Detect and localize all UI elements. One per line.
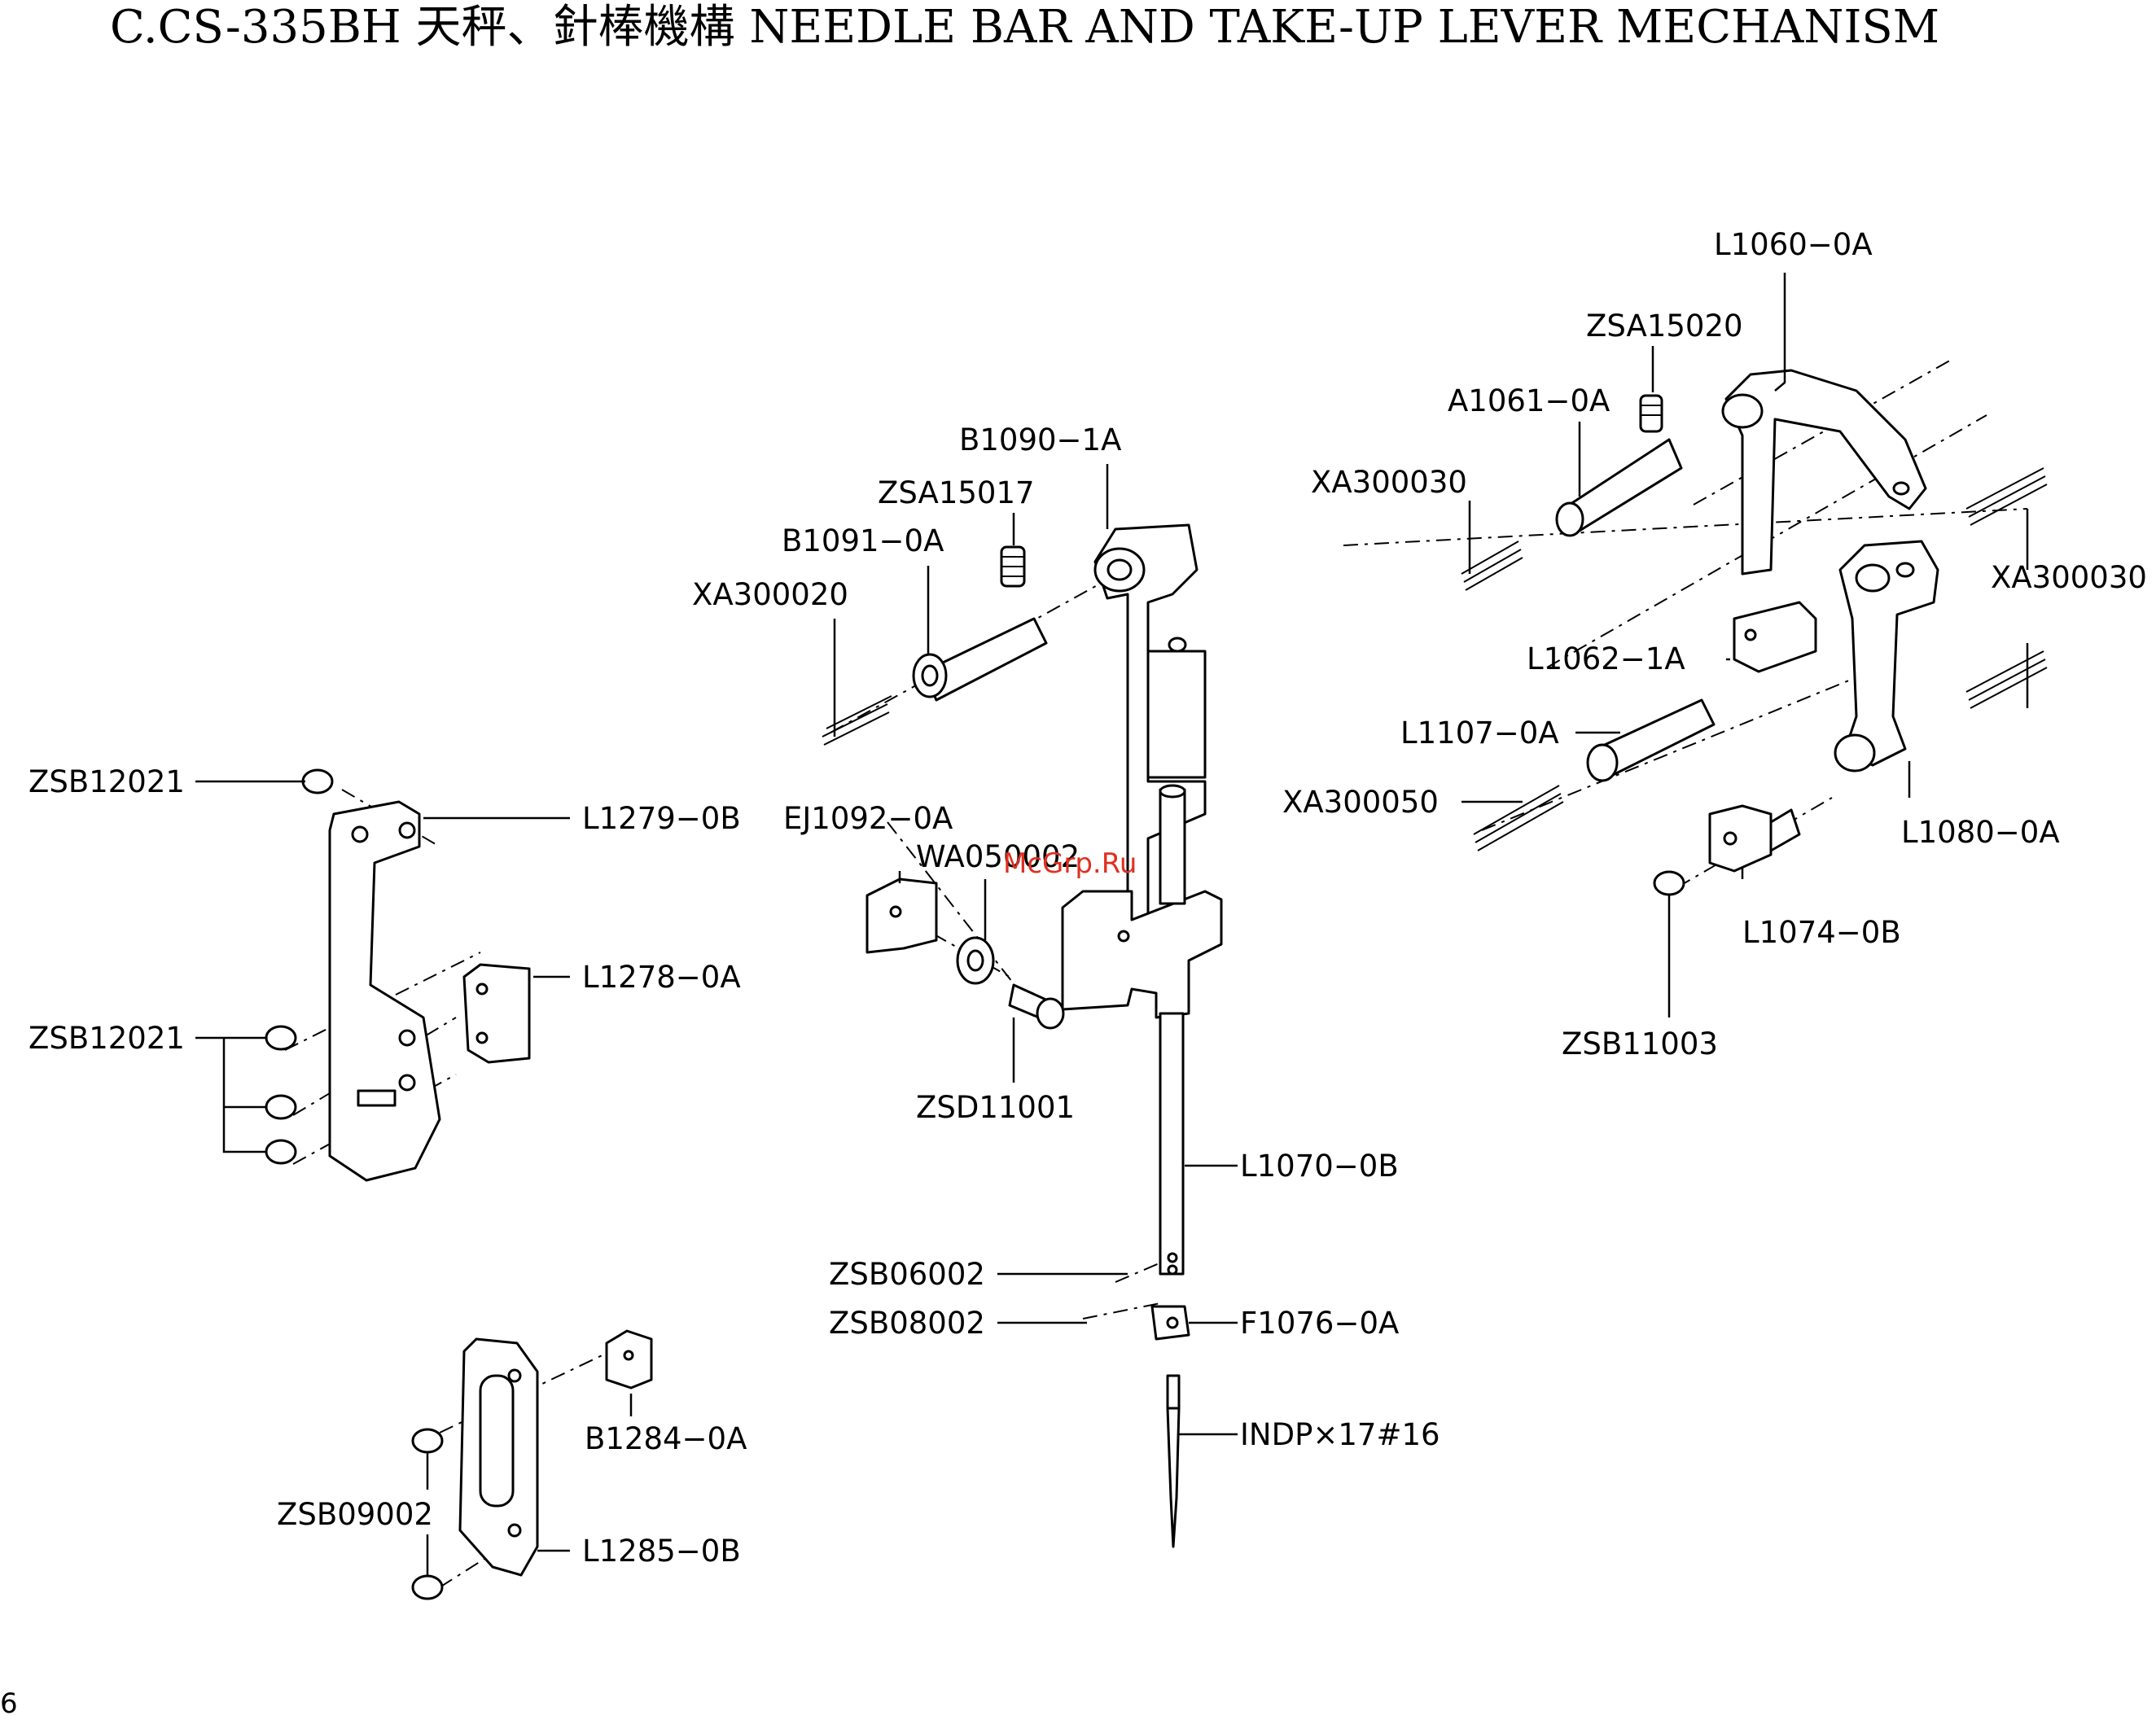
label-ZSB11003: ZSB11003 <box>1562 1026 1718 1061</box>
felts-XA300030-XA300050 <box>1461 467 2048 851</box>
label-L1107-0A: L1107−0A <box>1400 716 1559 751</box>
label-B1091-0A: B1091−0A <box>782 523 944 558</box>
needle-clamp-F1076 <box>1150 1305 1190 1341</box>
screws-ZSB09002 <box>411 1428 444 1600</box>
needle-bar-holder <box>1061 784 1223 1019</box>
felt-XA300020 <box>822 695 892 746</box>
label-EJ1092-0A: EJ1092−0A <box>783 801 953 836</box>
screw-ZSD11001 <box>1008 983 1065 1030</box>
plate-L1285 <box>458 1337 539 1577</box>
label-WA050002: WA050002 <box>916 839 1080 874</box>
label-ZSD11001: ZSD11001 <box>916 1090 1075 1125</box>
label-L1070-0B: L1070−0B <box>1240 1149 1399 1184</box>
leader-lines <box>195 273 2029 1575</box>
link-L1062 <box>1733 601 1817 673</box>
needle-bar-L1070 <box>1159 1012 1185 1276</box>
washer-WA050002 <box>956 936 995 985</box>
label-ZSB12021-bottom: ZSB12021 <box>28 1021 185 1056</box>
label-L1279-0B: L1279−0B <box>582 801 741 836</box>
take-up-crank-L1060 <box>1721 369 1927 576</box>
bracket-L1279 <box>328 800 441 1182</box>
label-L1060-0A: L1060−0A <box>1714 227 1873 262</box>
label-L1285-0B: L1285−0B <box>582 1534 741 1569</box>
needle-INDP <box>1166 1374 1181 1548</box>
crank-pin-B1091 <box>912 617 1048 702</box>
label-ZSA15020: ZSA15020 <box>1586 309 1743 344</box>
label-XA300020: XA300020 <box>692 577 848 612</box>
block-L1074 <box>1708 804 1801 873</box>
set-screw-ZSA15017 <box>1000 545 1026 588</box>
label-L1062-1A: L1062−1A <box>1527 641 1685 676</box>
label-L1080-0A: L1080−0A <box>1901 815 2060 850</box>
set-screw-ZSA15020 <box>1639 394 1663 433</box>
label-XA300030-left: XA300030 <box>1311 465 1467 500</box>
page-number: 6 <box>0 1687 18 1720</box>
screw-ZSB11003 <box>1653 870 1685 896</box>
label-ZSB08002: ZSB08002 <box>829 1306 985 1341</box>
block-L1278 <box>462 963 531 1064</box>
thread-guide-EJ1092 <box>865 878 938 954</box>
label-L1074-0B: L1074−0B <box>1742 915 1901 950</box>
label-B1284-0A: B1284−0A <box>585 1421 747 1456</box>
label-XA300030-right: XA300030 <box>1991 560 2147 595</box>
label-B1090-1A: B1090−1A <box>959 422 1121 457</box>
label-ZSA15017: ZSA15017 <box>878 475 1035 510</box>
screws-ZSB12021 <box>265 768 334 1165</box>
block-B1284 <box>605 1329 653 1390</box>
watermark: McGrp.Ru <box>1003 847 1137 880</box>
pin-L1107 <box>1586 698 1716 782</box>
label-F1076-0A: F1076−0A <box>1240 1306 1399 1341</box>
hinge-pin-A1061 <box>1555 438 1683 537</box>
page-title: C.CS-335BH 天秤、針棒機構 NEEDLE BAR AND TAKE-U… <box>110 1 1939 54</box>
needle-bar-crank-B1090 <box>1093 523 1207 938</box>
label-XA300050: XA300050 <box>1282 785 1439 820</box>
label-ZSB06002: ZSB06002 <box>829 1257 985 1292</box>
take-up-lever-L1080 <box>1834 540 1939 772</box>
label-L1278-0A: L1278−0A <box>582 960 741 995</box>
label-ZSB12021-top: ZSB12021 <box>28 764 185 799</box>
label-ZSB09002: ZSB09002 <box>277 1497 433 1532</box>
part-labels: L1060−0A ZSA15020 A1061−0A XA300030 B109… <box>28 227 2147 1569</box>
label-INDP: INDP×17#16 <box>1240 1417 1440 1452</box>
label-A1061-0A: A1061−0A <box>1448 383 1610 418</box>
